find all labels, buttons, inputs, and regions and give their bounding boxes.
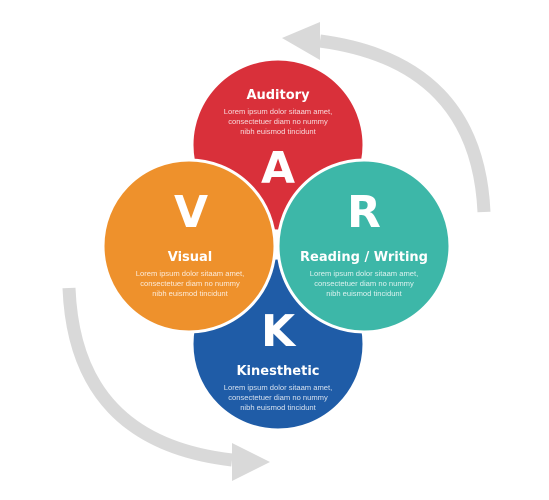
visual-body-line: Lorem ipsum dolor sitaam amet,: [136, 269, 244, 278]
auditory-body-line: nibh euismod tincidunt: [240, 127, 316, 136]
cycle-arrows: [62, 22, 491, 481]
reading-writing-title: Reading / Writing: [300, 250, 428, 265]
reading-writing-group: R Reading / Writing Lorem ipsum dolor si…: [300, 187, 428, 298]
auditory-body-line: Lorem ipsum dolor sitaam amet,: [224, 107, 332, 116]
reading-writing-circle: [276, 158, 452, 334]
kinesthetic-letter: K: [261, 306, 297, 357]
kinesthetic-body-line: Lorem ipsum dolor sitaam amet,: [224, 383, 332, 392]
kinesthetic-group: K Kinesthetic Lorem ipsum dolor sitaam a…: [224, 306, 332, 412]
visual-title: Visual: [168, 250, 213, 265]
auditory-body-line: consectetuer diam no nummy: [228, 117, 328, 126]
bottom-left-arrow: [62, 287, 270, 481]
reading-writing-body-line: consectetuer diam no nummy: [314, 279, 414, 288]
visual-letter: V: [174, 187, 208, 238]
visual-group: V Visual Lorem ipsum dolor sitaam amet, …: [136, 187, 244, 298]
reading-writing-body-line: Lorem ipsum dolor sitaam amet,: [310, 269, 418, 278]
kinesthetic-body-line: consectetuer diam no nummy: [228, 393, 328, 402]
top-right-arrow: [282, 22, 491, 213]
vark-circles: [101, 57, 452, 432]
auditory-group: Auditory Lorem ipsum dolor sitaam amet, …: [224, 88, 332, 194]
visual-body-line: consectetuer diam no nummy: [140, 279, 240, 288]
auditory-title: Auditory: [246, 88, 310, 103]
visual-body-line: nibh euismod tincidunt: [152, 289, 228, 298]
reading-writing-letter: R: [347, 187, 381, 238]
auditory-letter: A: [261, 143, 295, 194]
visual-circle: [101, 158, 277, 334]
kinesthetic-title: Kinesthetic: [236, 364, 319, 379]
kinesthetic-body-line: nibh euismod tincidunt: [240, 403, 316, 412]
reading-writing-body-line: nibh euismod tincidunt: [326, 289, 402, 298]
